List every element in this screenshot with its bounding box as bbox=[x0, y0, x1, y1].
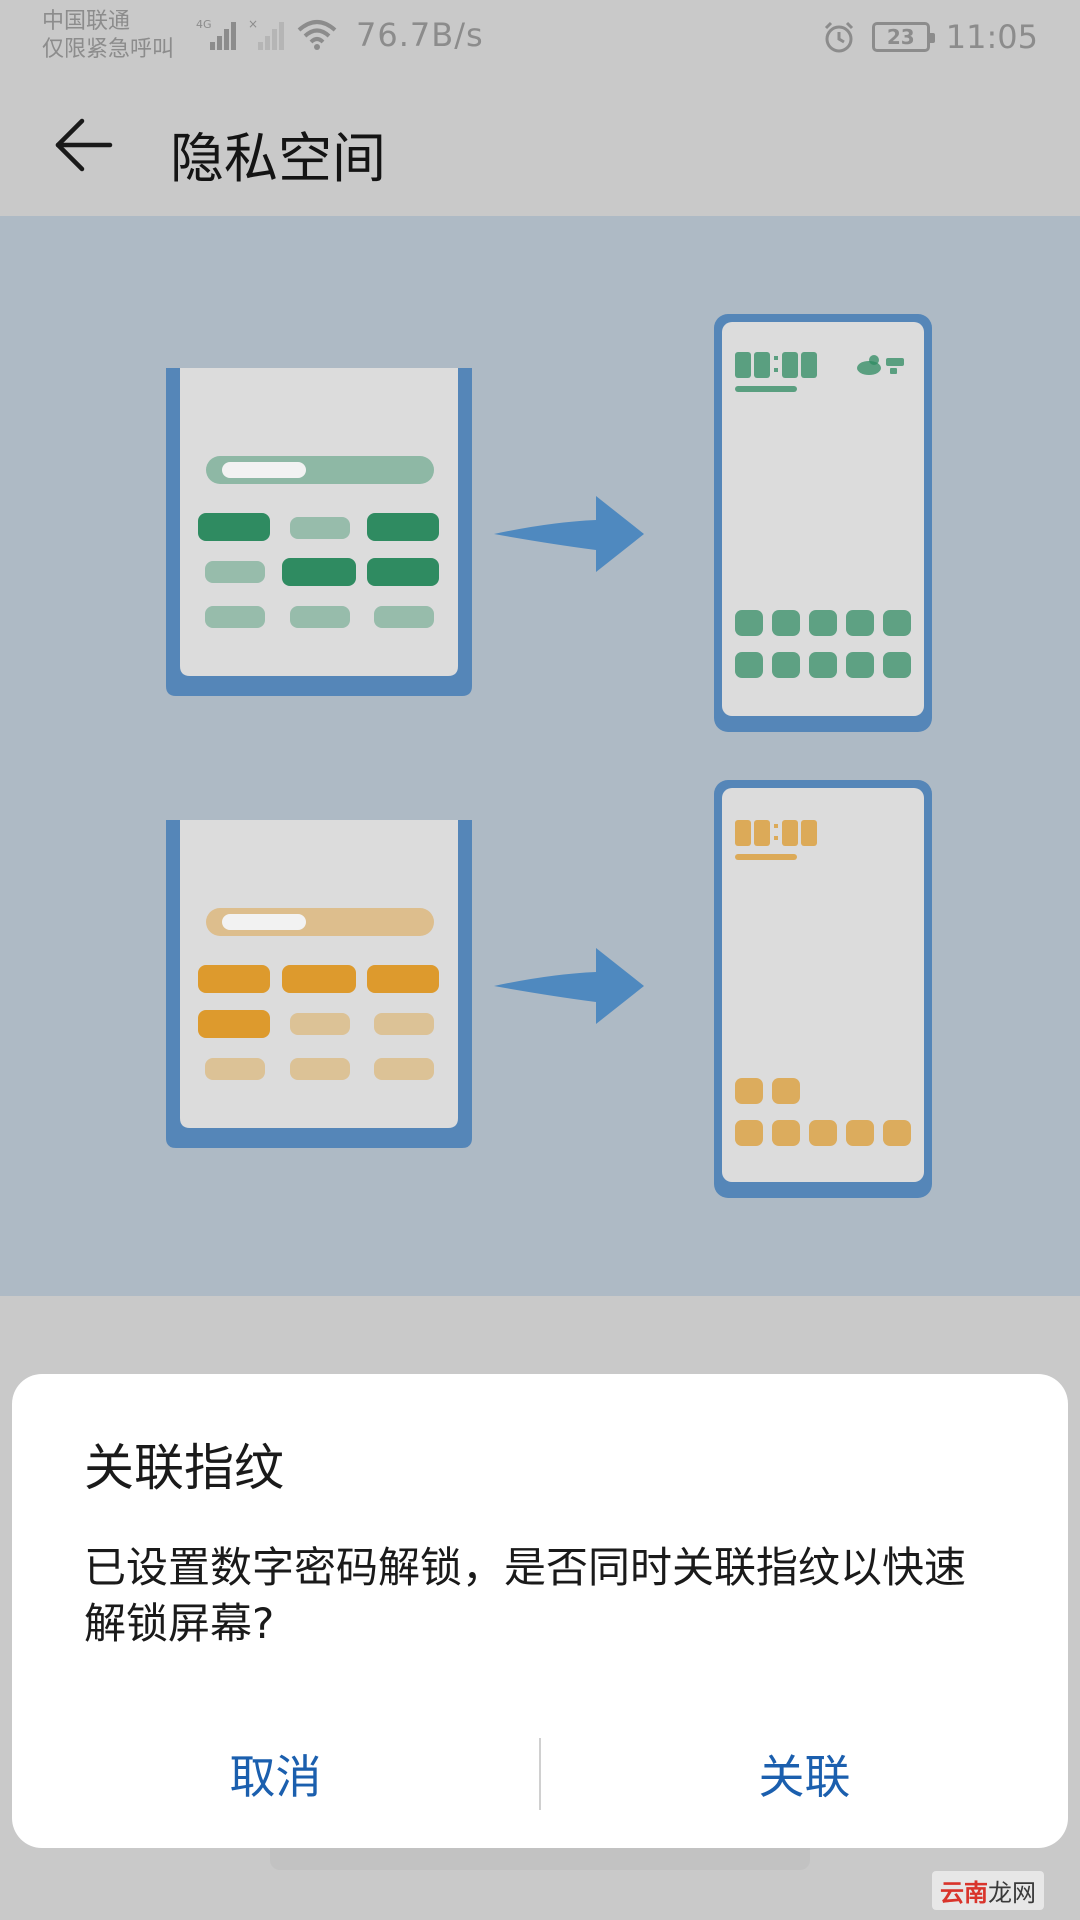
arrow-right-icon bbox=[494, 496, 644, 572]
carrier-name: 中国联通 bbox=[42, 9, 131, 34]
cancel-button[interactable]: 取消 bbox=[229, 1750, 322, 1804]
network-icons: 4G × bbox=[196, 18, 338, 52]
dialog-title: 关联指纹 bbox=[84, 1439, 284, 1497]
illustration-graphic bbox=[166, 314, 932, 1198]
net-speed: 76.7B/s bbox=[356, 16, 484, 54]
dialog-message: 已设置数字密码解锁，是否同时关联指纹以快速解锁屏幕? bbox=[84, 1543, 967, 1648]
weather-icon bbox=[857, 355, 904, 375]
link-fingerprint-button[interactable]: 关联 bbox=[758, 1750, 851, 1804]
carrier-info: 中国联通 仅限紧急呼叫 bbox=[42, 8, 174, 64]
wifi-icon bbox=[297, 20, 337, 50]
arrow-left-icon[interactable] bbox=[52, 113, 116, 177]
main-space-lock-screen bbox=[166, 368, 472, 696]
main-space-home-screen bbox=[714, 314, 932, 732]
svg-text:×: × bbox=[248, 18, 258, 31]
signal-icon: 4G bbox=[196, 18, 236, 50]
watermark-part1: 云南 bbox=[940, 1879, 988, 1907]
battery-icon: 23 bbox=[871, 22, 935, 52]
title-bar: 隐私空间 bbox=[0, 80, 1080, 216]
dialog-button-row: 取消 关联 bbox=[12, 1728, 1068, 1820]
arrow-right-icon bbox=[494, 948, 644, 1024]
network-type-label: 4G bbox=[196, 18, 212, 31]
underlying-card-edge bbox=[270, 1848, 810, 1870]
watermark-part2: 龙网 bbox=[988, 1879, 1036, 1907]
private-space-lock-screen bbox=[166, 820, 472, 1148]
status-right: 23 11:05 bbox=[822, 18, 1038, 56]
private-space-home-screen bbox=[714, 780, 932, 1198]
button-divider bbox=[539, 1738, 541, 1810]
no-sim-signal-icon: × bbox=[248, 18, 284, 50]
clock: 11:05 bbox=[945, 18, 1038, 56]
status-bar: 中国联通 仅限紧急呼叫 4G × bbox=[0, 0, 1080, 80]
page-title: 隐私空间 bbox=[170, 127, 386, 190]
watermark: 云南龙网 bbox=[932, 1871, 1044, 1910]
carrier-status: 仅限紧急呼叫 bbox=[42, 37, 175, 62]
private-space-illustration bbox=[0, 216, 1080, 1296]
alarm-icon bbox=[824, 21, 853, 53]
fingerprint-link-dialog: 关联指纹 已设置数字密码解锁，是否同时关联指纹以快速解锁屏幕? 取消 关联 bbox=[12, 1374, 1068, 1848]
battery-level: 23 bbox=[886, 25, 915, 49]
